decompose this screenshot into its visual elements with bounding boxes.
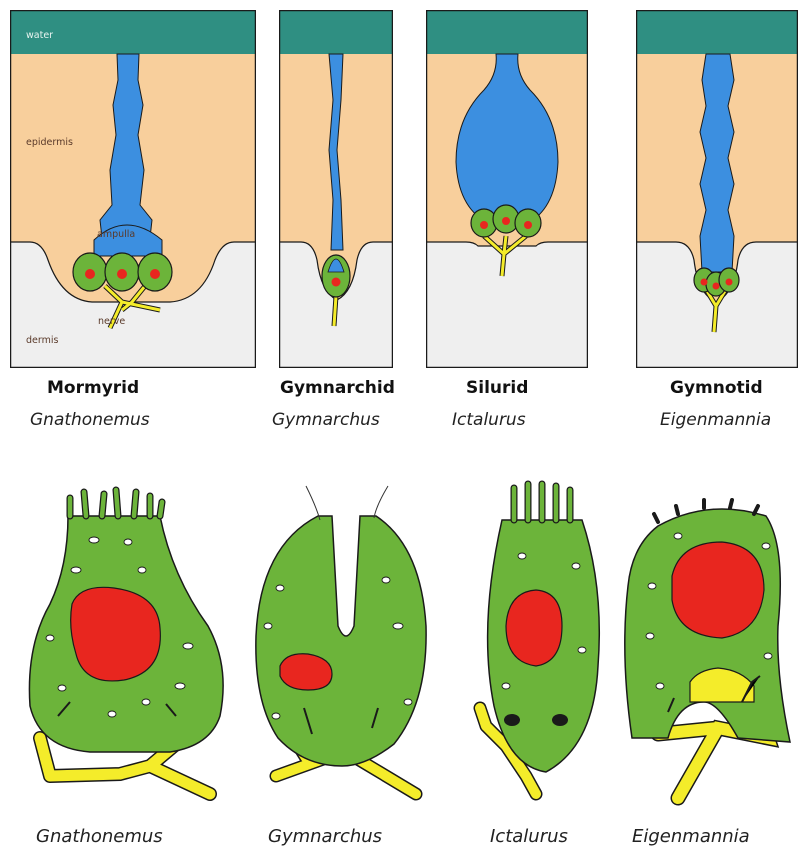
genus-gymnarchus-top: Gymnarchus — [272, 410, 380, 430]
genus-gnathonemus-top: Gnathonemus — [30, 410, 150, 430]
organ-panel-gymnotid — [636, 10, 798, 368]
common-name-gymnotid: Gymnotid — [670, 378, 763, 398]
gymnarchid-organ-diagram — [279, 10, 393, 368]
ampulla-label: ampulla — [97, 229, 135, 240]
receptor-cell-gnathonemus — [10, 476, 250, 806]
genus-eigenmannia-bottom: Eigenmannia — [632, 826, 750, 847]
genus-ictalurus-bottom: Ictalurus — [490, 826, 568, 847]
common-name-mormyrid: Mormyrid — [47, 378, 139, 398]
genus-gnathonemus-bottom: Gnathonemus — [36, 826, 163, 847]
water-label: water — [26, 30, 53, 41]
dermis-label: dermis — [26, 335, 58, 346]
receptor-cell-eigenmannia — [618, 476, 798, 806]
gymnotid-organ-diagram — [636, 10, 798, 368]
genus-ictalurus-top: Ictalurus — [452, 410, 526, 430]
silurid-organ-diagram — [426, 10, 588, 368]
genus-gymnarchus-bottom: Gymnarchus — [268, 826, 382, 847]
organ-panel-mormyrid: water epidermis ampulla nerve dermis — [10, 10, 256, 368]
organ-panel-silurid — [426, 10, 588, 368]
nerve-label: nerve — [98, 316, 125, 327]
common-name-gymnarchid: Gymnarchid — [280, 378, 395, 398]
epidermis-label: epidermis — [26, 137, 73, 148]
mormyrid-organ-diagram — [10, 10, 256, 368]
genus-eigenmannia-top: Eigenmannia — [660, 410, 771, 430]
receptor-cell-ictalurus — [466, 476, 616, 806]
common-name-silurid: Silurid — [466, 378, 528, 398]
receptor-cell-gymnarchus — [246, 476, 436, 806]
organ-panel-gymnarchid — [279, 10, 393, 368]
